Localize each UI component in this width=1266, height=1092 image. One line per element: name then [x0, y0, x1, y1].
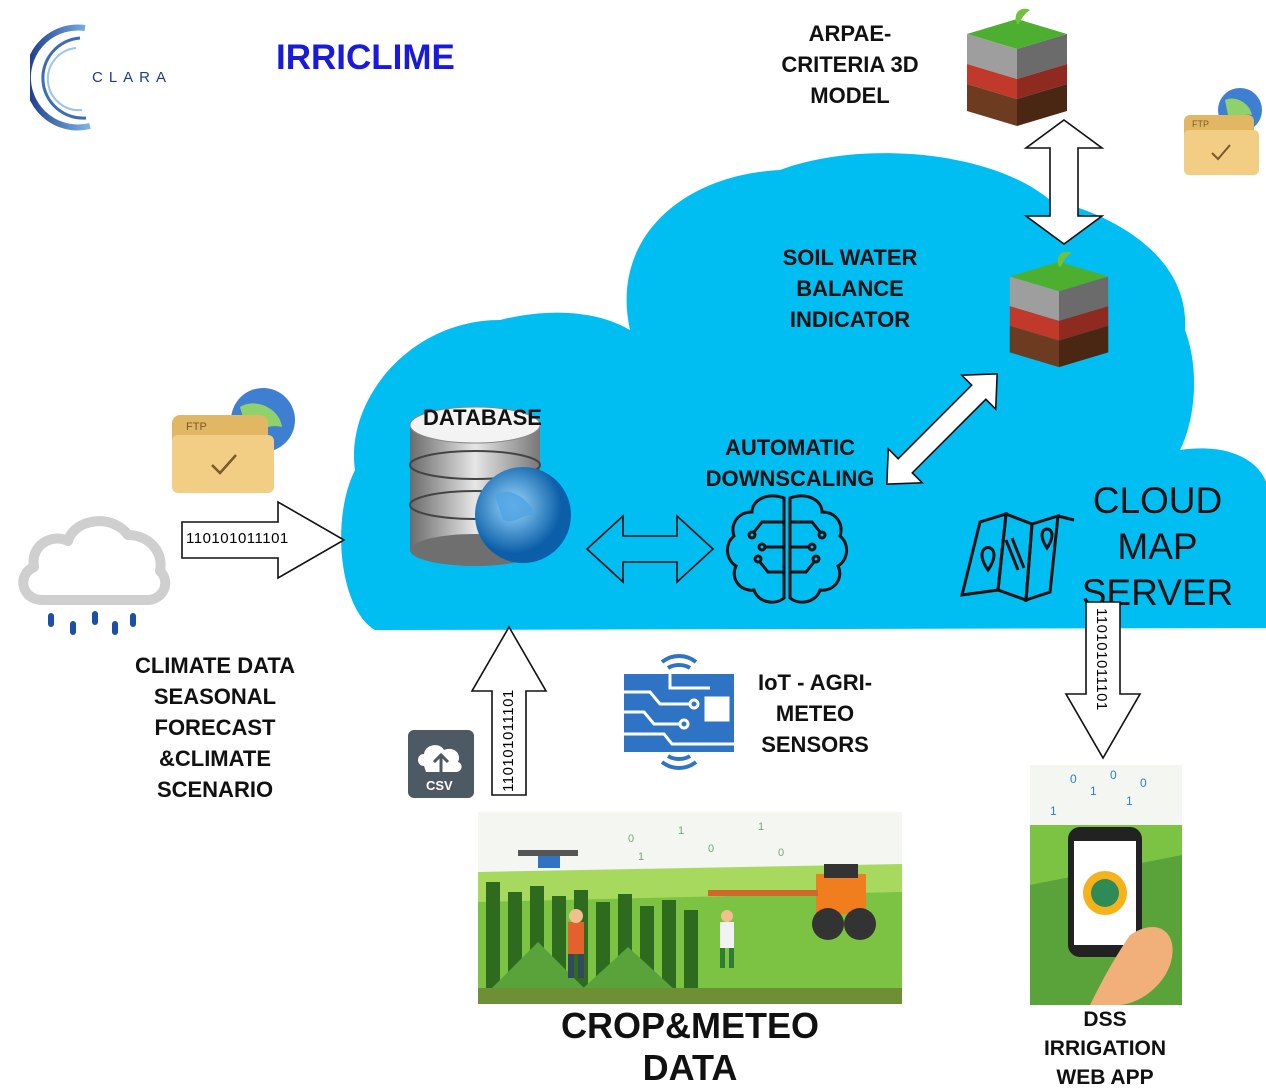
- dss-label: DSS IRRIGATION WEB APP: [1043, 1008, 1167, 1089]
- crop-label: CROP&METEO DATA: [560, 1005, 819, 1088]
- double-arrow-horizontal: [585, 514, 715, 584]
- svg-text:1: 1: [1126, 794, 1133, 808]
- ftp-folder-icon: FTP: [1184, 88, 1262, 175]
- dss-phone-illustration: 010 101: [1030, 765, 1182, 1005]
- downscaling-label: AUTOMATIC DOWNSCALING: [705, 435, 875, 491]
- csv-text: CSV: [426, 778, 453, 793]
- crop-field-illustration: 011 010: [478, 812, 902, 1004]
- map-icon: [960, 511, 1075, 603]
- svg-text:0: 0: [708, 843, 714, 855]
- ftp-folder-icon-left: FTP: [172, 388, 295, 493]
- binary-bottom: 110101011101: [500, 689, 517, 792]
- clara-logo: CLARA: [30, 24, 172, 131]
- soil-label: SOIL WATER BALANCE INDICATOR: [782, 245, 918, 332]
- soil-layer-icon-2: [1009, 251, 1109, 368]
- svg-text:1: 1: [758, 821, 764, 833]
- svg-text:1: 1: [638, 851, 644, 863]
- iot-chip-icon: [624, 654, 734, 770]
- svg-text:0: 0: [1140, 776, 1147, 790]
- svg-text:1: 1: [678, 825, 684, 837]
- csv-icon: CSV: [408, 730, 474, 798]
- arrow-right-binary: [181, 500, 346, 580]
- arpae-label: ARPAE- CRITERIA 3D MODEL: [781, 21, 919, 108]
- iot-label: IoT - AGRI- METEO SENSORS: [757, 670, 873, 757]
- binary-left: 110101011101: [186, 530, 289, 547]
- double-arrow-vertical: [1023, 119, 1105, 245]
- page-title: IRRICLIME: [276, 38, 455, 77]
- database-icon: [409, 406, 571, 566]
- arrow-down-binary: [1064, 601, 1142, 760]
- svg-text:0: 0: [1110, 768, 1117, 782]
- ftp-text: FTP: [1192, 119, 1209, 129]
- svg-text:1: 1: [1090, 784, 1097, 798]
- climate-label: CLIMATE DATA SEASONAL FORECAST &CLIMATE …: [134, 653, 296, 802]
- ftp-text-left: FTP: [186, 421, 207, 433]
- database-label: DATABASE: [423, 405, 542, 430]
- double-arrow-diagonal: [886, 373, 998, 485]
- arrow-up-binary: [470, 625, 548, 796]
- rain-cloud-icon: [18, 516, 171, 635]
- svg-text:0: 0: [1070, 772, 1077, 786]
- soil-layer-icon: [967, 8, 1067, 126]
- svg-text:0: 0: [778, 847, 784, 859]
- svg-text:0: 0: [628, 833, 634, 845]
- logo-text: CLARA: [92, 69, 172, 86]
- binary-right: 110101011101: [1093, 608, 1110, 711]
- brain-icon: [726, 494, 848, 604]
- cloud-map-label: CLOUD MAP SERVER: [1081, 480, 1234, 613]
- svg-text:1: 1: [1050, 804, 1057, 818]
